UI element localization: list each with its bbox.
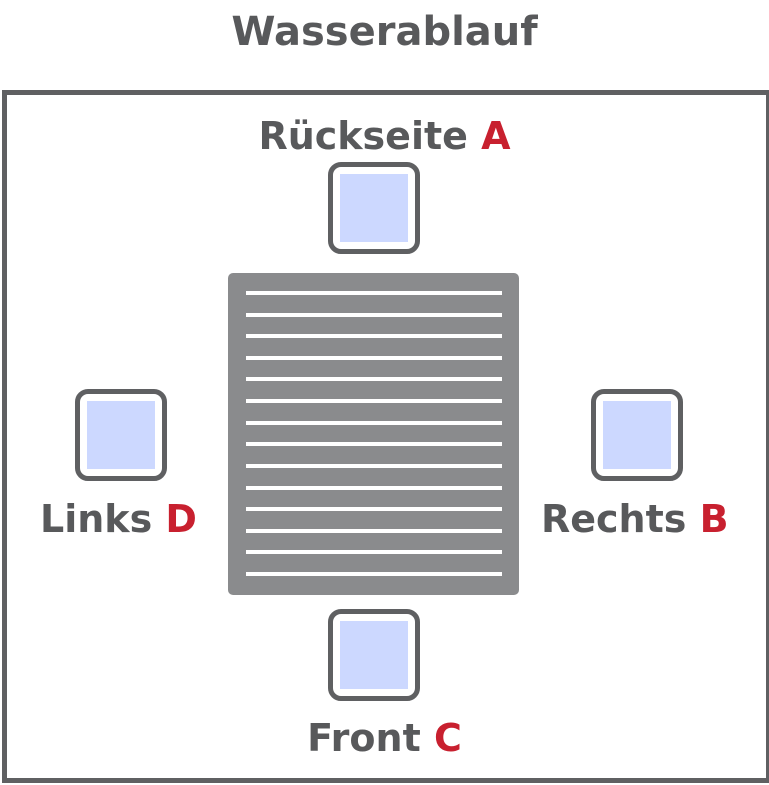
- position-b-fill: [603, 401, 671, 469]
- label-rechts: Rechts B: [541, 497, 729, 541]
- drain-slat: [246, 442, 502, 446]
- label-links: Links D: [40, 497, 197, 541]
- drain-slat: [246, 291, 502, 295]
- drain-slat: [246, 334, 502, 338]
- position-d-fill: [87, 401, 155, 469]
- label-rueckseite-letter: A: [481, 114, 511, 158]
- position-a-square: [328, 162, 420, 254]
- area-frame: [2, 90, 769, 783]
- drain-slat: [246, 486, 502, 490]
- position-c-fill: [340, 621, 408, 689]
- drain-slat: [246, 572, 502, 576]
- label-rechts-word: Rechts: [541, 497, 687, 541]
- drain-slat: [246, 377, 502, 381]
- drain-slat: [246, 507, 502, 511]
- diagram-title: Wasserablauf: [231, 9, 538, 55]
- position-b-square: [591, 389, 683, 481]
- water-drain: [228, 273, 519, 595]
- label-front: Front C: [0, 716, 769, 760]
- drain-slat: [246, 529, 502, 533]
- label-rueckseite: Rückseite A: [0, 114, 769, 158]
- label-front-word: Front: [307, 716, 421, 760]
- drain-slat: [246, 421, 502, 425]
- position-d-square: [75, 389, 167, 481]
- label-links-word: Links: [40, 497, 153, 541]
- label-links-letter: D: [165, 497, 197, 541]
- drain-slat: [246, 464, 502, 468]
- label-rueckseite-word: Rückseite: [258, 114, 468, 158]
- drain-slat: [246, 356, 502, 360]
- position-c-square: [328, 609, 420, 701]
- drain-slat: [246, 399, 502, 403]
- label-rechts-letter: B: [699, 497, 729, 541]
- position-a-fill: [340, 174, 408, 242]
- drain-slat: [246, 313, 502, 317]
- label-front-letter: C: [433, 716, 462, 760]
- drain-slat: [246, 550, 502, 554]
